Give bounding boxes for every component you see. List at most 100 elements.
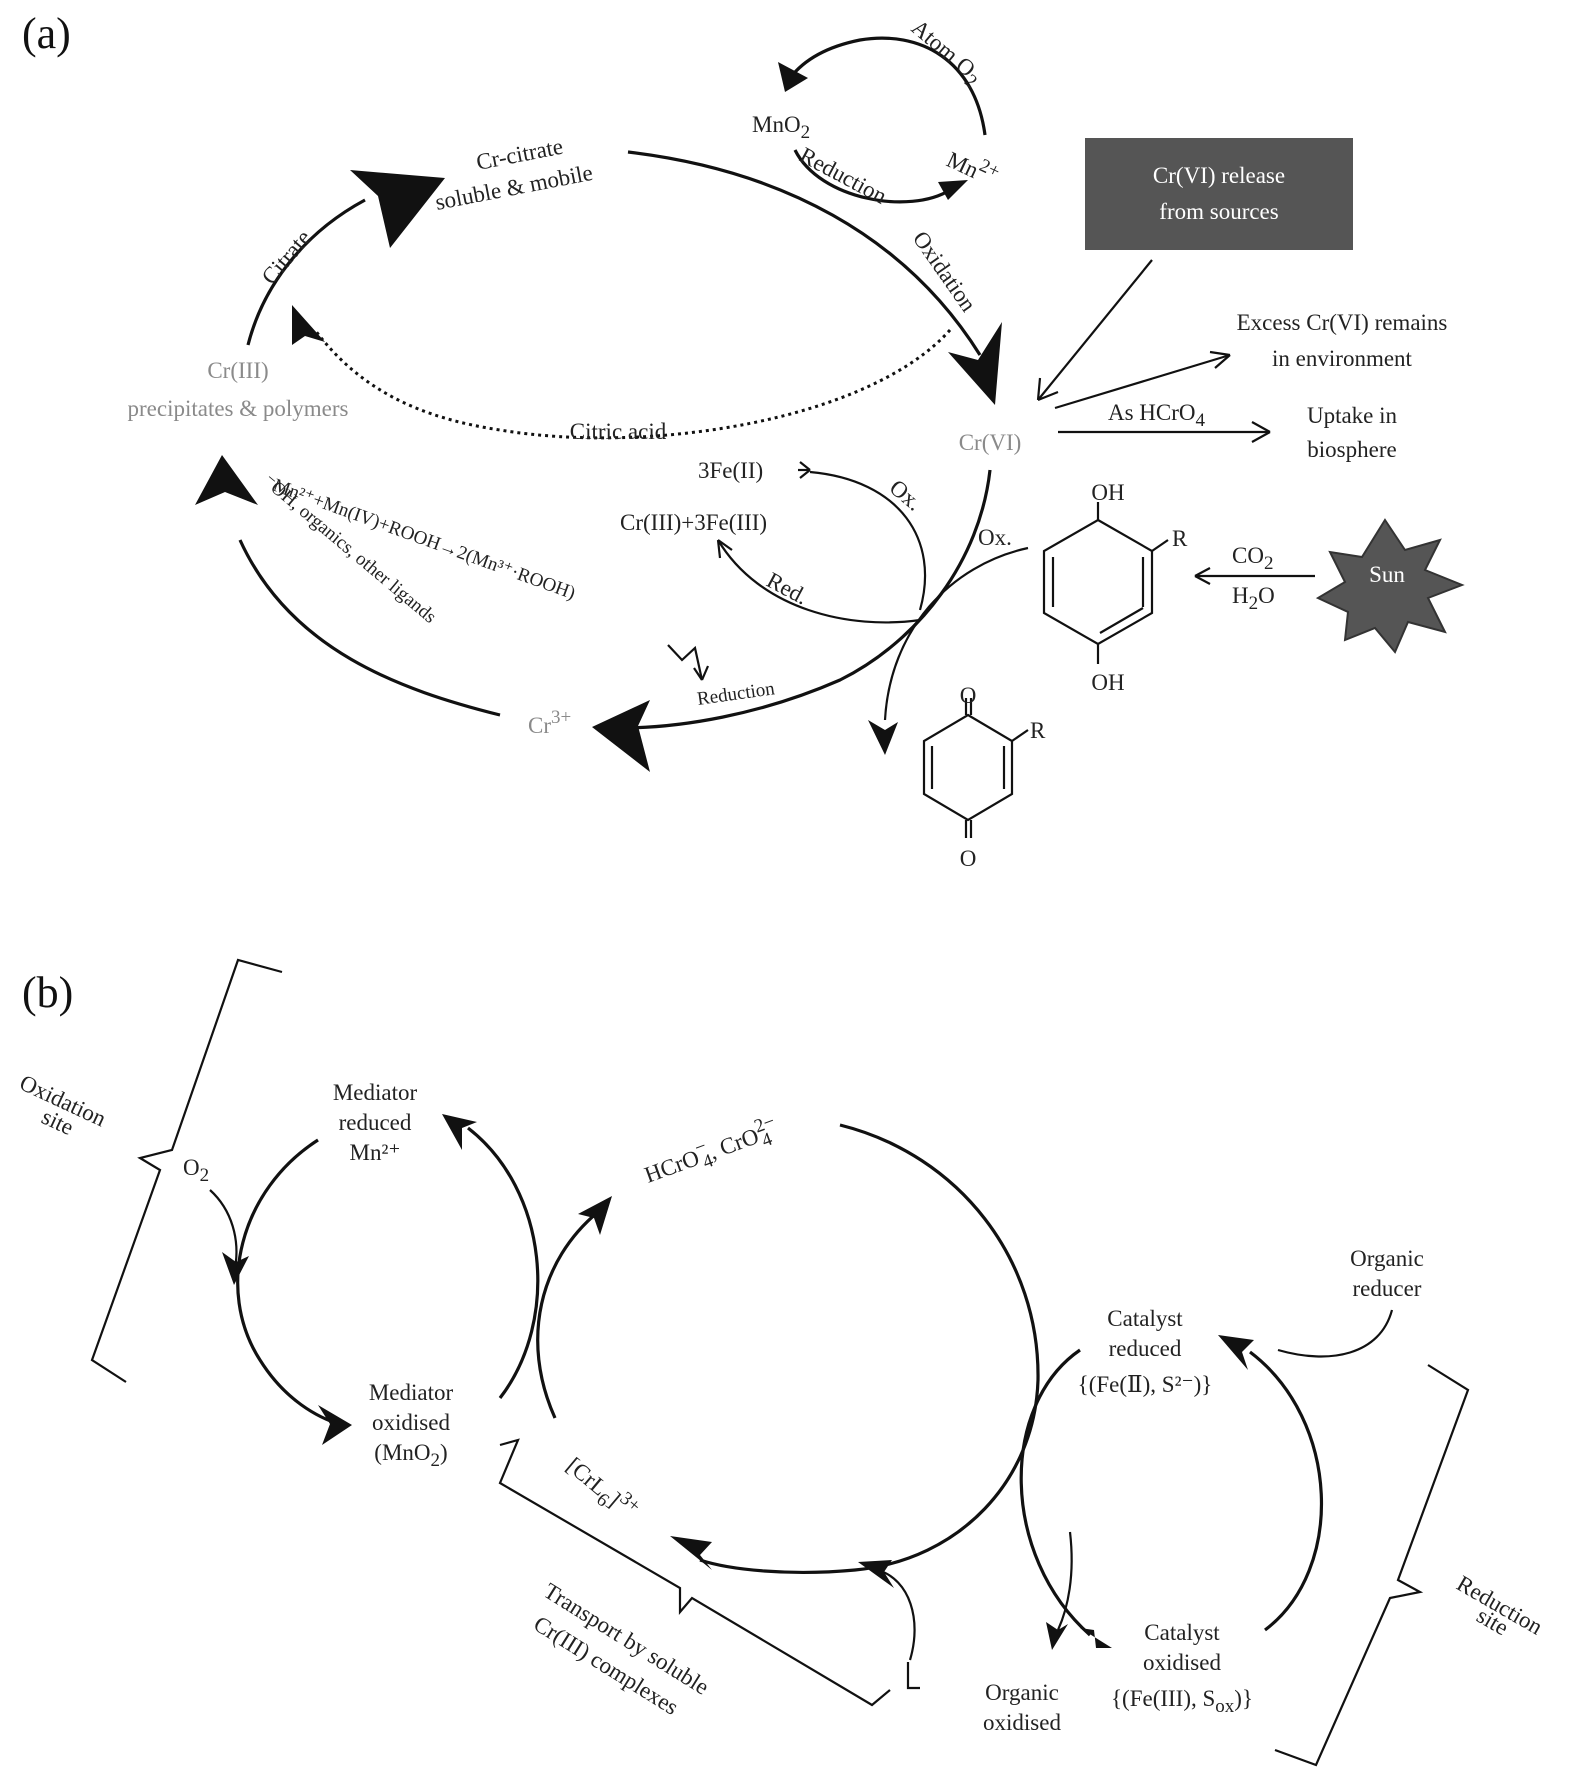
uptake-arrowhead — [1251, 421, 1271, 443]
org-red-1: Organic — [1350, 1246, 1424, 1271]
cr3-label-1: Cr(III) — [207, 358, 268, 383]
o2-arrow — [209, 1189, 238, 1269]
fe-red-arc — [717, 539, 921, 624]
excess-label-1: Excess Cr(VI) remains — [1237, 310, 1448, 335]
fe-ox-arc — [809, 470, 927, 611]
hq-ox-arrowhead — [868, 720, 898, 755]
organic-oxidised-arrowhead — [1046, 1622, 1068, 1650]
cat-ox-3: {(Fe(III), Sox)} — [1111, 1686, 1253, 1717]
transport-feed-tail — [906, 1662, 920, 1690]
sun-icon — [1315, 518, 1465, 654]
o-bottom-label: O — [960, 846, 977, 871]
reduction-top-arc — [793, 149, 951, 204]
atom-o2-arc — [788, 36, 987, 136]
sun-label: Sun — [1369, 562, 1405, 587]
source-arrow — [1037, 259, 1153, 401]
med-red-3: Mn²⁺ — [350, 1140, 401, 1165]
med-red-2: reduced — [339, 1110, 412, 1135]
cr-citrate-sub: soluble & mobile — [433, 160, 595, 215]
o2-label: O2 — [183, 1155, 209, 1186]
uptake-label-1: Uptake in — [1307, 403, 1398, 428]
med-red-1: Mediator — [333, 1080, 418, 1105]
cr3plus-label: Cr3+ — [528, 707, 571, 738]
reduction-top-arrowhead — [938, 180, 968, 200]
cat-ox-2: oxidised — [1143, 1650, 1221, 1675]
fe2-arrowhead — [799, 461, 811, 479]
r2-label: R — [1030, 718, 1046, 743]
cr3-to-chromate-arrowhead — [578, 1196, 612, 1235]
ox2-label: Ox. — [978, 525, 1012, 550]
cat-ox-1: Catalyst — [1144, 1620, 1220, 1645]
source-label-2: from sources — [1159, 199, 1278, 224]
panel-b-label: (b) — [22, 968, 73, 1017]
zigzag-arrow — [667, 644, 704, 681]
oxidation-arrowhead — [948, 322, 1002, 405]
cat-red-3: {(Fe(Ⅱ), S²⁻)} — [1078, 1372, 1213, 1397]
reduction-top-label: Reduction — [796, 142, 892, 209]
catalyst-right-arrowhead — [1218, 1335, 1254, 1370]
panel-a-label: (a) — [22, 9, 71, 58]
chromate-label: HCrO−4, CrO2−4 — [639, 1111, 783, 1194]
excess-label-2: in environment — [1272, 346, 1412, 371]
catalyst-right-arc — [1249, 1350, 1323, 1632]
cr6-label: Cr(VI) — [959, 430, 1022, 455]
transport-feed-arc — [877, 1568, 916, 1661]
main-cycle-arc — [699, 1123, 1040, 1574]
uptake-label-2: biosphere — [1307, 437, 1396, 462]
cat-red-2: reduced — [1109, 1336, 1182, 1361]
mn-equation: Mn²⁺+Mn(IV)+ROOH→2(Mn³⁺·ROOH) — [270, 475, 578, 604]
citric-acid-dotted-arc — [313, 329, 952, 440]
organic-oxidised-arc — [1056, 1531, 1073, 1631]
org-ox-1: Organic — [985, 1680, 1059, 1705]
co2-arrowhead — [1194, 567, 1211, 585]
oxidation-site-bracket — [90, 958, 283, 1383]
citrate-label: Citrate — [257, 225, 316, 289]
main-cycle-arrowhead — [670, 1536, 712, 1570]
co2-label: CO2 — [1232, 543, 1273, 574]
ligands-arc — [238, 539, 501, 717]
oxidation-label: Oxidation — [908, 227, 982, 317]
red-label: Red. — [763, 567, 813, 609]
mediator-right-arrowhead — [442, 1114, 477, 1150]
med-ox-3: (MnO2) — [374, 1440, 447, 1471]
fe-red-arrowhead — [716, 539, 733, 559]
med-ox-1: Mediator — [369, 1380, 454, 1405]
organic-reducer-arc — [1277, 1309, 1394, 1358]
mediator-left-arrowhead — [318, 1405, 352, 1445]
r1-label: R — [1172, 526, 1188, 551]
h2o-label: H2O — [1232, 583, 1275, 614]
citrate-arrowhead — [350, 170, 445, 248]
crl6-label: [CrL6]3+ — [558, 1448, 645, 1529]
med-ox-2: oxidised — [372, 1410, 450, 1435]
org-ox-2: oxidised — [983, 1710, 1061, 1735]
o2-arrowhead — [222, 1252, 249, 1285]
reduction-site-bracket — [1274, 1364, 1470, 1767]
cr3-label-2: precipitates & polymers — [128, 396, 349, 421]
catalyst-left-arrowhead — [1080, 1628, 1112, 1648]
cr3-to-chromate-arc — [536, 1210, 600, 1419]
reduction-low-arc — [619, 469, 992, 730]
atom-o2-arrowhead — [778, 62, 808, 92]
as-hcro4-label: As HCrO4 — [1108, 400, 1206, 431]
catalyst-left-arc — [1019, 1348, 1092, 1637]
transport-feed-arrowhead — [858, 1560, 894, 1588]
oh-top-label: OH — [1091, 480, 1124, 505]
org-red-2: reducer — [1353, 1276, 1422, 1301]
mno2-label: MnO2 — [752, 112, 810, 143]
cr3fe3-label: Cr(III)+3Fe(III) — [620, 510, 767, 535]
quinone-structure — [922, 698, 1029, 838]
source-arrowhead — [1036, 377, 1059, 402]
citric-acid-label: Citric acid — [570, 419, 667, 444]
mediator-right-arc — [467, 1126, 540, 1399]
oxidation-arc — [627, 150, 982, 356]
hydroquinone-structure — [1042, 502, 1169, 664]
reduction-low-label: Reduction — [696, 678, 777, 710]
o-top-label: O — [960, 683, 977, 708]
reduction-low-arrowhead — [592, 700, 650, 772]
hq-ox-arc — [883, 546, 1029, 721]
citrate-arc — [246, 198, 366, 346]
ox1-label: Ox. — [885, 475, 927, 516]
citric-acid-arrowhead — [292, 305, 325, 345]
atom-o2-label: Atom O2 — [903, 15, 987, 93]
